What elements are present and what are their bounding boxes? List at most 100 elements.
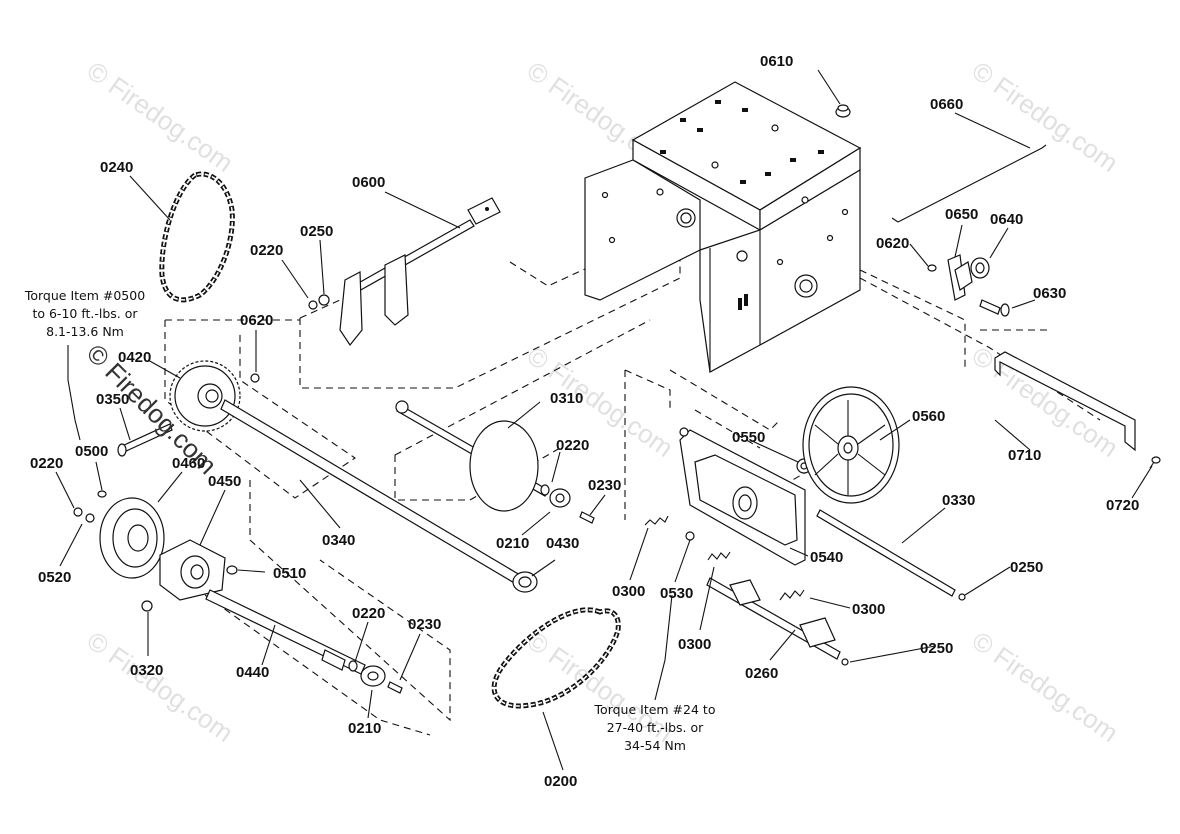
assembly-dashed-lines [164,236,1101,736]
part-0260-shaft [706,577,849,666]
label-0720: 0720 [1106,497,1139,514]
frame-hole [660,150,666,154]
frame-housing [584,81,862,373]
part-0300-spring-a [644,515,669,526]
part-0350-bolt [117,423,173,457]
frame-slot [744,294,748,306]
part-0420-sprocket [169,360,241,432]
frame-hole [608,236,616,244]
frame-hole [697,128,703,132]
part-0560-wheel [802,386,900,504]
part-0510-nut [226,565,238,575]
part-0300-spring-c [779,589,805,601]
label-0710: 0710 [1008,447,1041,464]
label-0510: 0510 [273,565,306,582]
watermark: © Firedog.com [967,55,1124,178]
label-0540: 0540 [810,549,843,566]
label-0250-top: 0250 [300,223,333,240]
part-0220-washer-top [308,294,330,310]
part-0320-washer [141,600,153,612]
part-0630-bolt [979,299,1010,317]
label-0220-left: 0220 [30,455,63,472]
part-0610-nut [835,104,851,118]
label-0300-right: 0300 [852,601,885,618]
part-0220-washer-left [73,507,95,523]
frame-hole [765,172,771,176]
part-0330-shaft [816,509,966,601]
torque-note-line: Torque Item #24 to [594,702,716,717]
label-0220-top: 0220 [250,242,283,259]
label-0210-mid: 0210 [496,535,529,552]
part-0500-screw [97,490,107,498]
part-0200-chain [491,607,621,709]
frame-hole [740,180,746,184]
part-0460-pulley [99,497,165,579]
part-0210-bearing-low [348,660,386,687]
frame-axle-hole-inner [799,279,813,293]
label-0250-right: 0250 [1010,559,1043,576]
watermark: © Firedog.com [967,625,1124,748]
frame-hole [715,100,721,104]
frame-hole [771,124,779,132]
label-0630: 0630 [1033,285,1066,302]
label-0300-left: 0300 [612,583,645,600]
frame-hole [790,158,796,162]
label-0620-right: 0620 [876,235,909,252]
part-0710-bar [994,351,1136,452]
part-0440-shaft [205,589,366,675]
watermark: © Firedog.com [82,625,239,748]
torque-note-0500: Torque Item #0500 to 6-10 ft.-lbs. or 8.… [24,288,145,339]
watermark: © Firedog.com [522,340,679,463]
label-0240: 0240 [100,159,133,176]
frame-hole [841,208,849,216]
part-0450-housing [159,539,226,601]
label-0500: 0500 [75,443,108,460]
frame-hole [818,150,824,154]
torque-note-line: 27-40 ft.-lbs. or [607,720,704,735]
label-0200: 0200 [544,773,577,790]
frame-slot [738,298,742,310]
frame-bushing-hole [680,212,692,224]
label-0520: 0520 [38,569,71,586]
label-0350: 0350 [96,391,129,408]
part-0640-gear [970,257,990,279]
torque-note-line: 8.1-13.6 Nm [46,324,124,339]
label-0640: 0640 [990,211,1023,228]
part-0230-screw-low [387,681,403,694]
label-0220-low: 0220 [352,605,385,622]
part-0530-washer [685,531,695,541]
part-0310-friction-disc [395,400,549,512]
part-labels: 0610 0660 0240 0600 0250 0220 0650 0640 … [30,53,1139,790]
frame-hole [776,258,784,266]
label-0430: 0430 [546,535,579,552]
part-0600-shift-shaft [339,197,501,347]
label-0220-mid: 0220 [556,437,589,454]
part-0660-rod [891,144,1047,223]
label-0230-low: 0230 [408,616,441,633]
torque-note-line: 34-54 Nm [624,738,686,753]
part-0340-shaft [220,399,538,593]
frame-hole [601,191,609,199]
label-0260: 0260 [745,665,778,682]
part-0720-screw [1149,456,1161,469]
label-0550: 0550 [732,429,765,446]
part-0620-nut-right [927,264,937,272]
frame-hole [826,234,834,242]
label-0300-mid: 0300 [678,636,711,653]
label-0420: 0420 [118,349,151,366]
label-0340: 0340 [322,532,355,549]
label-0620-left: 0620 [240,312,273,329]
part-0240-chain [159,171,235,303]
label-0530: 0530 [660,585,693,602]
torque-note-24: Torque Item #24 to 27-40 ft.-lbs. or 34-… [594,702,716,753]
frame-hole [736,250,748,262]
label-0600: 0600 [352,174,385,191]
torque-note-line: to 6-10 ft.-lbs. or [32,306,138,321]
label-0250-low: 0250 [920,640,953,657]
label-0460: 0460 [172,455,205,472]
leader-lines [55,69,1153,771]
frame-hole [656,188,664,196]
label-0210-low: 0210 [348,720,381,737]
label-0330: 0330 [942,492,975,509]
